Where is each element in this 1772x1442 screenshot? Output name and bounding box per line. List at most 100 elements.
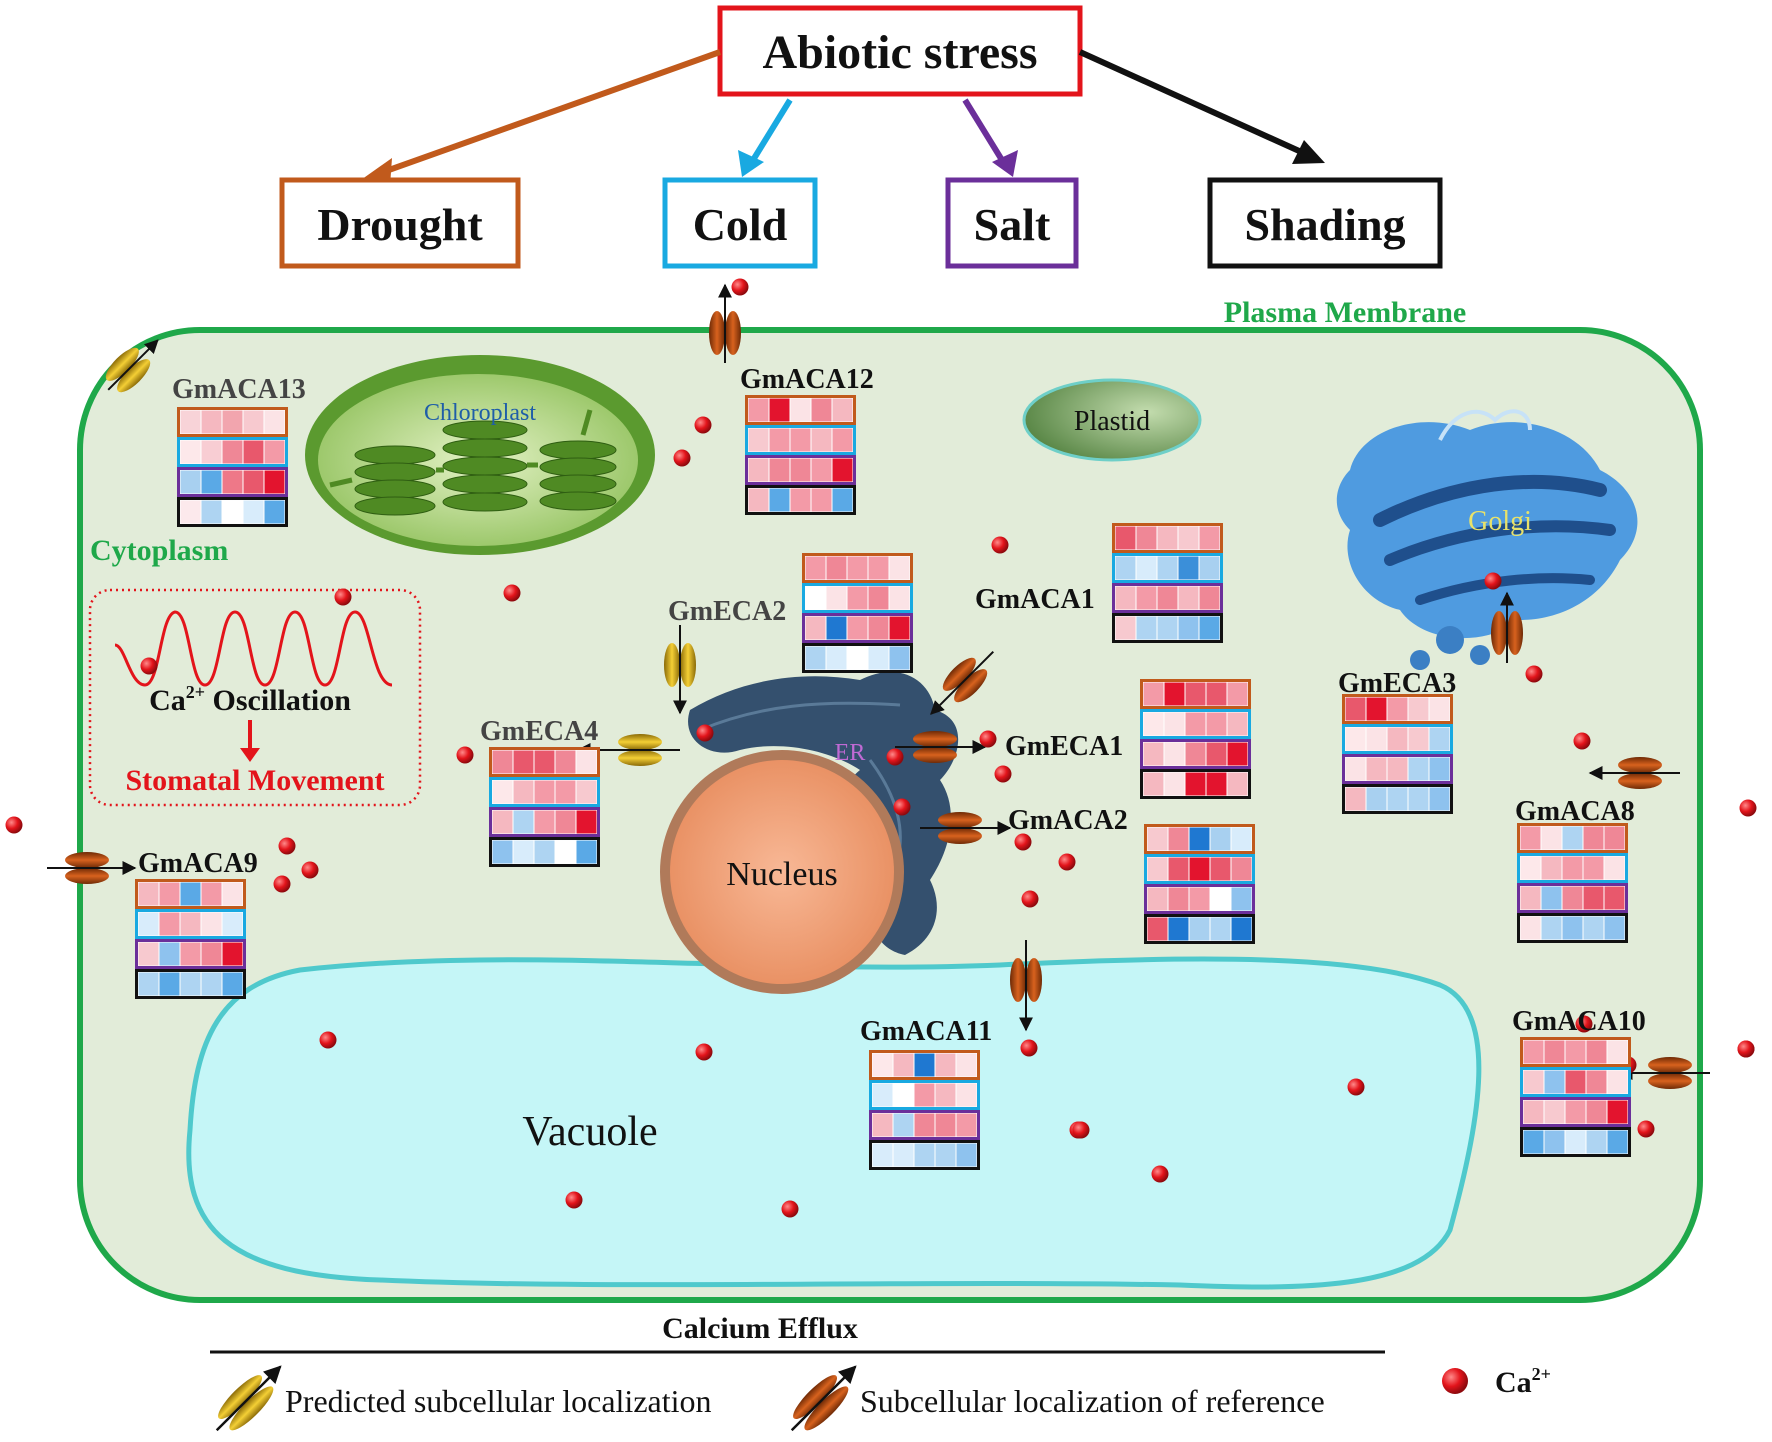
heatmap-cell [1230, 826, 1253, 852]
heatmap-cell [1226, 711, 1249, 737]
heatmap-row-border [177, 497, 288, 527]
heatmap-cell [789, 427, 812, 453]
calcium-ion [1058, 853, 1076, 871]
heatmap-cell [512, 809, 535, 835]
heatmap-cell [1135, 585, 1158, 611]
heatmap-cell [179, 941, 202, 967]
heatmap-cell [1564, 1039, 1587, 1065]
heatmap-cell [810, 397, 833, 423]
heatmap-cell [1230, 886, 1253, 912]
golgi-label: Golgi [1468, 506, 1532, 537]
heatmap-row-border [135, 939, 246, 969]
heatmap-gmeca1 [1140, 679, 1251, 799]
heatmap-row-border [1520, 1067, 1631, 1097]
heatmap-cell [200, 439, 223, 465]
heatmap-gmeca4 [489, 747, 600, 867]
calcium-ion [1014, 833, 1032, 851]
heatmap-cell [1198, 555, 1221, 581]
shading-box [1207, 177, 1443, 269]
heatmap-cell [533, 809, 556, 835]
heatmap-cell [263, 499, 286, 525]
heatmap-cell [1230, 856, 1253, 882]
heatmap-cell [1344, 696, 1367, 722]
legend-ion-icon [1442, 1368, 1468, 1394]
vacuole-label: Vacuole [522, 1109, 657, 1155]
heatmap-cell [512, 749, 535, 775]
heatmap-cell [1114, 525, 1137, 551]
heatmap-cell [1114, 615, 1137, 641]
calcium-ion [781, 1200, 799, 1218]
heatmap-cell [1177, 615, 1200, 641]
calcium-ion [334, 588, 352, 606]
heatmap-row-border [1517, 913, 1628, 943]
heatmap-row-border [135, 969, 246, 999]
heatmap-cell [825, 645, 848, 671]
arrow-head-cold [738, 150, 764, 177]
gene-label-gmaca13: GmACA13 [172, 374, 306, 405]
heatmap-cell [1564, 1069, 1587, 1095]
heatmap-cell [846, 615, 869, 641]
heatmap-cell [1585, 1129, 1608, 1155]
heatmap-cell [1522, 1039, 1545, 1065]
heatmap-cell [1582, 915, 1605, 941]
heatmap-row-border [1517, 823, 1628, 853]
heatmap-cell [1209, 826, 1232, 852]
gene-label-gmaca8: GmACA8 [1515, 796, 1635, 827]
heatmap-cell [1209, 856, 1232, 882]
pump-gmaca2 [920, 812, 1012, 844]
calcium-ion [301, 861, 319, 879]
calcium-ion [1737, 1040, 1755, 1058]
heatmap-cell [804, 585, 827, 611]
drought-box [279, 177, 521, 269]
heatmap-cell [554, 749, 577, 775]
calcium-ion [1637, 1120, 1655, 1138]
heatmap-cell [768, 457, 791, 483]
legend-reference-label: Subcellular localization of reference [860, 1383, 1325, 1419]
golgi: Golgi [1336, 409, 1638, 670]
heatmap-cell [1582, 825, 1605, 851]
heatmap-cell [242, 409, 265, 435]
calcium-ion [1347, 1078, 1365, 1096]
heatmap-cell [1177, 585, 1200, 611]
heatmap-cell [1198, 615, 1221, 641]
heatmap-cell [804, 555, 827, 581]
heatmap-cell [1146, 826, 1169, 852]
heatmap-cell [1365, 756, 1388, 782]
heatmap-cell [1407, 696, 1430, 722]
gene-label-gmaca12: GmACA12 [740, 364, 874, 395]
heatmap-row-border [1140, 769, 1251, 799]
heatmap-cell [747, 397, 770, 423]
heatmap-cell [1226, 741, 1249, 767]
nucleus: Nucleus [660, 750, 904, 994]
heatmap-cell [1230, 916, 1253, 942]
heatmap-cell [200, 499, 223, 525]
arrow-to-drought [373, 49, 722, 178]
heatmap-cell [913, 1052, 936, 1078]
heatmap-cell [137, 911, 160, 937]
nucleus-label: Nucleus [726, 856, 837, 893]
heatmap-cell [1561, 885, 1584, 911]
heatmap-cell [934, 1112, 957, 1138]
heatmap-row-border [1112, 553, 1223, 583]
heatmap-cell [955, 1082, 978, 1108]
heatmap-cell [1146, 886, 1169, 912]
heatmap-cell [1135, 525, 1158, 551]
heatmap-cell [747, 487, 770, 513]
heatmap-cell [1540, 915, 1563, 941]
cold-box [662, 177, 818, 269]
calcium-ion [319, 1031, 337, 1049]
heatmap-cell [179, 881, 202, 907]
heatmap-cell [221, 499, 244, 525]
gene-label-gmaca11: GmACA11 [860, 1016, 992, 1047]
arrow-to-cold [747, 98, 793, 167]
gene-label-gmaca2: GmACA2 [1008, 805, 1128, 836]
calcium-ion [673, 449, 691, 467]
heatmap-row-border [177, 467, 288, 497]
shading-label: Shading [1244, 199, 1405, 250]
heatmap-row-border [1342, 784, 1453, 814]
heatmap-cell [1603, 855, 1626, 881]
heatmap-cell [1167, 826, 1190, 852]
heatmap-cell [804, 615, 827, 641]
heatmap-row-border [1342, 724, 1453, 754]
heatmap-cell [831, 487, 854, 513]
